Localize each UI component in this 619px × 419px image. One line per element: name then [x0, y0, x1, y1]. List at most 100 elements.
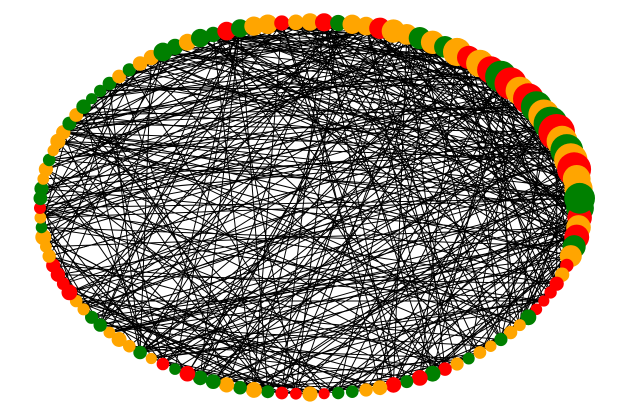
graph-edge	[212, 51, 458, 382]
graph-node	[192, 370, 208, 386]
graph-node	[315, 13, 334, 32]
graph-node	[301, 13, 319, 31]
graph-edge	[69, 123, 511, 333]
graph-edge	[63, 131, 580, 199]
graph-node	[132, 56, 148, 71]
graph-edge	[323, 291, 551, 395]
graph-edge	[365, 25, 552, 293]
graph-edge	[323, 22, 502, 340]
graph-node	[205, 374, 221, 389]
graph-node	[359, 383, 373, 397]
graph-edge	[295, 21, 537, 108]
graph-edge	[351, 23, 575, 170]
graph-edge	[151, 255, 571, 359]
graph-node	[156, 357, 170, 371]
graph-edge	[45, 168, 339, 394]
graph-node	[275, 386, 289, 400]
graph-edge	[100, 324, 446, 370]
graph-edge	[39, 217, 141, 353]
graph-edge	[40, 21, 297, 199]
graph-node	[261, 385, 275, 399]
graph-node	[85, 310, 99, 324]
graph-node	[179, 365, 196, 382]
graph-node	[34, 202, 46, 214]
graph-node	[318, 388, 330, 400]
graph-node	[400, 375, 414, 389]
graph-edge	[83, 140, 563, 310]
graph-edge	[281, 42, 434, 394]
graph-edge	[39, 25, 367, 209]
graph-node	[484, 340, 497, 353]
graph-node	[513, 319, 526, 332]
graph-node	[35, 229, 52, 246]
graph-edge	[40, 150, 567, 199]
graph-edge	[281, 22, 408, 382]
graph-edge	[351, 178, 578, 393]
graph-edge	[199, 37, 551, 293]
graph-edge	[151, 57, 557, 133]
graph-edge	[39, 207, 446, 370]
graph-edge	[63, 21, 311, 133]
graph-node	[111, 332, 127, 347]
graph-node	[34, 211, 47, 224]
graph-edge	[100, 197, 580, 326]
graph-edge	[76, 106, 537, 116]
graph-edge	[212, 33, 581, 209]
graph-node	[290, 387, 302, 400]
graph-edge	[69, 90, 521, 293]
graph-node	[42, 153, 56, 167]
graph-edge	[109, 265, 567, 333]
graph-edge	[365, 25, 580, 219]
graph-node	[494, 332, 508, 347]
graph-node	[35, 221, 48, 234]
graph-edge	[49, 255, 367, 391]
graph-node	[42, 249, 56, 263]
graph-edge	[41, 188, 577, 238]
graph-edge	[49, 255, 458, 365]
graph-node	[258, 14, 278, 35]
graph-edge	[432, 207, 581, 375]
graph-node	[219, 377, 235, 393]
graph-edge	[239, 246, 575, 389]
graph-edge	[323, 226, 579, 395]
graph-node	[205, 26, 221, 43]
graph-edge	[45, 27, 381, 170]
graph-edge	[39, 207, 164, 365]
graph-edge	[45, 51, 458, 170]
graph-node	[372, 380, 388, 396]
graph-edge	[253, 25, 581, 209]
graph-node	[462, 352, 475, 365]
graph-edge	[39, 98, 529, 209]
graph-edge	[100, 27, 381, 92]
graph-node	[503, 325, 518, 340]
graph-edge	[109, 83, 544, 116]
graph-edge	[213, 358, 469, 383]
graph-edge	[432, 246, 575, 375]
graph-node	[123, 339, 136, 353]
graph-edge	[323, 22, 481, 353]
graph-edge	[39, 83, 511, 209]
graph-edge	[109, 236, 577, 333]
graph-edge	[187, 217, 580, 375]
graph-edge	[479, 198, 581, 353]
graph-edge	[200, 37, 511, 84]
graph-edge	[40, 197, 520, 326]
graph-edge	[253, 25, 501, 77]
graph-node	[145, 352, 157, 365]
graph-edge	[128, 69, 325, 394]
graph-edge	[309, 21, 446, 370]
graph-edge	[139, 63, 446, 370]
graph-node	[93, 318, 107, 332]
graph-node	[538, 295, 550, 307]
graph-edge	[151, 300, 544, 359]
graph-edge	[281, 22, 325, 394]
graph-edge	[40, 27, 381, 219]
graph-node	[342, 14, 362, 35]
graph-edge	[63, 57, 469, 285]
graph-edge	[212, 33, 579, 228]
graph-edge	[139, 83, 511, 353]
graph-edge	[267, 23, 502, 77]
graph-edge	[91, 51, 458, 100]
graph-edge	[139, 226, 579, 353]
